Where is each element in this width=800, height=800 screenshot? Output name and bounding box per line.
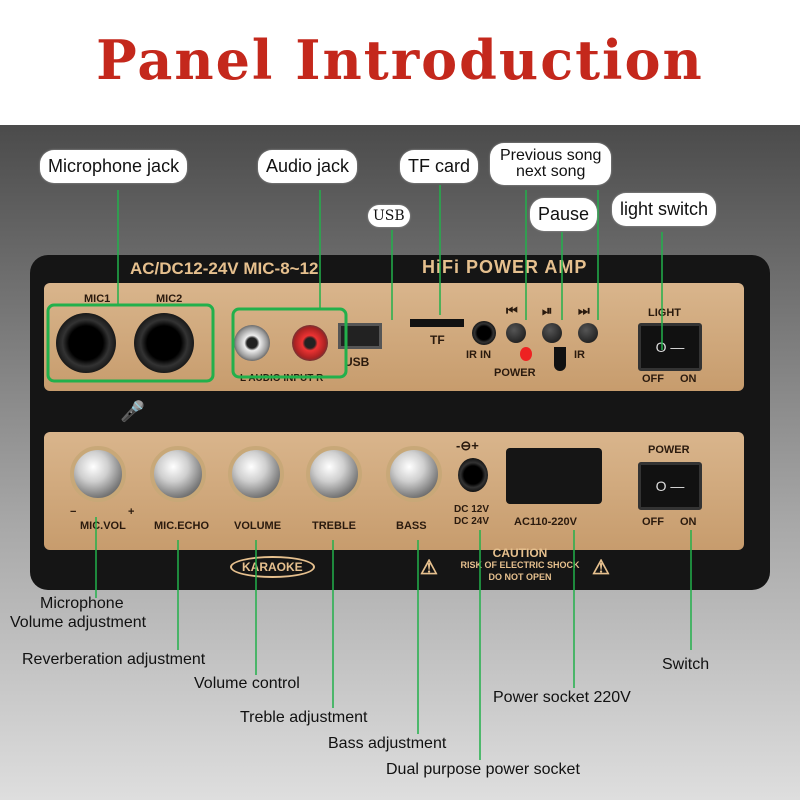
- power-label: POWER: [648, 444, 690, 456]
- microphone-icon: 🎤: [120, 401, 145, 423]
- warning-icon: ⚠: [592, 557, 610, 579]
- page-title: Panel Introduction: [96, 28, 704, 92]
- light-switch[interactable]: O —: [638, 323, 702, 371]
- callout-microphone-jack: Microphone jack: [40, 150, 188, 183]
- dc12-label: DC 12V: [454, 504, 490, 515]
- callout-next-song-text: next song: [516, 163, 586, 180]
- power-switch[interactable]: O —: [638, 462, 702, 510]
- power-on-label: ON: [680, 516, 697, 528]
- next-icon: ⏭: [578, 303, 590, 318]
- ir-label: IR: [574, 349, 585, 361]
- light-off-label: OFF: [642, 373, 664, 385]
- callout-previous-next-song: Previous song next song: [490, 143, 612, 185]
- ir-in-jack[interactable]: [472, 321, 496, 345]
- mic2-jack[interactable]: [134, 313, 194, 373]
- tf-slot[interactable]: [410, 319, 464, 327]
- prev-icon: ⏮: [506, 303, 518, 318]
- volume-knob[interactable]: [228, 446, 284, 502]
- warning-icon: ⚠: [420, 557, 438, 579]
- ir-sensor: [554, 347, 566, 371]
- light-label: LIGHT: [648, 307, 681, 319]
- mic1-jack[interactable]: [56, 313, 116, 373]
- caution-line3: DO NOT OPEN: [488, 572, 552, 582]
- spec-text: AC/DC12-24V MIC-8~12: [130, 259, 319, 278]
- label-reverberation: Reverberation adjustment: [22, 651, 206, 668]
- knob-label-treble: TREBLE: [312, 520, 356, 532]
- callout-audio-jack: Audio jack: [258, 150, 358, 183]
- knob-label-bass: BASS: [396, 520, 427, 532]
- caution-block: CAUTION RISK OF ELECTRIC SHOCK DO NOT OP…: [460, 547, 580, 583]
- label-treble: Treble adjustment: [240, 709, 368, 726]
- label-volume-adjustment-line2: Volume adjustment: [10, 614, 147, 631]
- knob-label-mic-vol: MIC.VOL: [80, 520, 126, 532]
- mic-vol-knob[interactable]: [70, 446, 126, 502]
- knob-label-volume: VOLUME: [234, 520, 282, 532]
- lower-plate: MIC.VOL MIC.ECHO VOLUME TREBLE BASS − + …: [44, 432, 744, 550]
- mic1-label: MIC1: [84, 293, 111, 305]
- tf-label: TF: [430, 333, 445, 347]
- label-microphone-line1: Microphone: [40, 595, 124, 612]
- label-dual-power-socket: Dual purpose power socket: [386, 761, 580, 778]
- callout-light-switch: light switch: [612, 193, 717, 226]
- ir-in-label: IR IN: [466, 349, 492, 361]
- knob-label-mic-echo: MIC.ECHO: [154, 520, 209, 532]
- caution-line2: RISK OF ELECTRIC SHOCK: [460, 560, 580, 570]
- power-led: [520, 347, 532, 361]
- play-pause-icon: ⏯: [542, 303, 553, 318]
- usb-label: USB: [344, 355, 370, 369]
- dc-polarity-label: -⊖+: [456, 438, 479, 453]
- power-led-label: POWER: [494, 367, 536, 379]
- minus-sign: −: [70, 506, 77, 518]
- upper-plate: MIC1 MIC2 L AUDIO INPUT R USB TF IR IN ⏮…: [44, 283, 744, 391]
- label-microphone-volume: Microphone Volume adjustment: [10, 594, 146, 632]
- rca-left-jack[interactable]: [234, 325, 270, 361]
- callout-previous-song-text: Previous song: [500, 147, 602, 164]
- label-switch: Switch: [662, 656, 710, 673]
- callout-usb: USB: [368, 205, 410, 227]
- power-off-label: OFF: [642, 516, 664, 528]
- label-volume-control: Volume control: [194, 675, 300, 692]
- ac-label: AC110-220V: [514, 516, 577, 528]
- karaoke-badge: KARAOKE: [230, 556, 315, 578]
- dc24-label: DC 24V: [454, 516, 490, 527]
- caution-title: CAUTION: [492, 546, 548, 560]
- next-button[interactable]: [578, 323, 598, 343]
- treble-knob[interactable]: [306, 446, 362, 502]
- pause-button[interactable]: [542, 323, 562, 343]
- callout-pause: Pause: [530, 198, 598, 231]
- light-on-label: ON: [680, 373, 697, 385]
- amplifier-panel: AC/DC12-24V MIC-8~12 HiFi POWER AMP MIC1…: [30, 255, 770, 590]
- label-power-socket-220v: Power socket 220V: [493, 689, 631, 706]
- mic2-label: MIC2: [156, 293, 183, 305]
- mic-echo-knob[interactable]: [150, 446, 206, 502]
- rca-right-jack[interactable]: [292, 325, 328, 361]
- brand-text: HiFi POWER AMP: [422, 257, 588, 277]
- callout-tf-card: TF card: [400, 150, 479, 183]
- prev-next-button[interactable]: [506, 323, 526, 343]
- dc-jack[interactable]: [458, 458, 488, 492]
- bass-knob[interactable]: [386, 446, 442, 502]
- plus-sign: +: [128, 506, 135, 518]
- label-bass: Bass adjustment: [328, 735, 447, 752]
- ac-socket[interactable]: [506, 448, 602, 504]
